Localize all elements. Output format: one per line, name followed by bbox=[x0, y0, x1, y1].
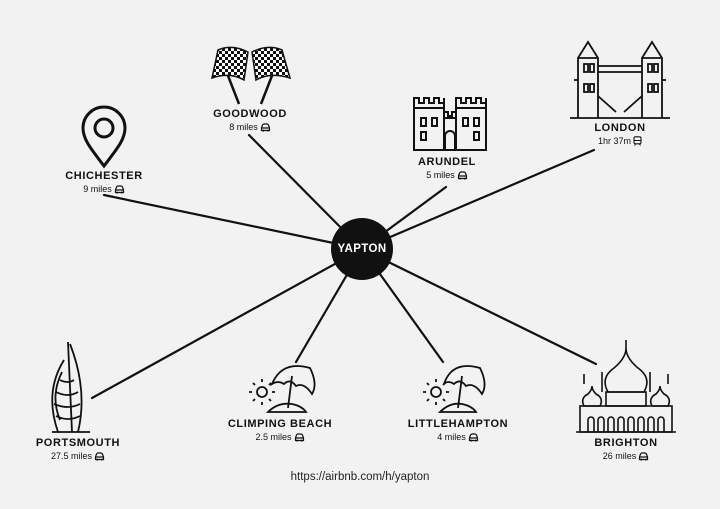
car-icon bbox=[457, 171, 467, 180]
car-icon bbox=[114, 185, 124, 194]
connector-brighton bbox=[360, 247, 598, 366]
place-name: LONDON bbox=[594, 122, 646, 134]
hub-label: YAPTON bbox=[337, 243, 387, 255]
train-icon bbox=[633, 136, 642, 146]
place-name: CHICHESTER bbox=[65, 170, 143, 182]
spinnaker-tower-icon bbox=[51, 341, 90, 433]
beach-umbrella-icon bbox=[423, 365, 486, 413]
car-icon bbox=[260, 123, 270, 132]
place-climping-beach: CLIMPING BEACH 2.5 miles bbox=[224, 418, 336, 443]
place-name: ARUNDEL bbox=[418, 156, 476, 168]
hub-yapton: YAPTON bbox=[331, 218, 393, 280]
place-portsmouth: PORTSMOUTH 27.5 miles bbox=[28, 437, 128, 462]
listing-url: https://airbnb.com/h/yapton bbox=[290, 471, 430, 483]
place-distance: 8 miles bbox=[229, 122, 258, 132]
place-arundel: ARUNDEL 5 miles bbox=[400, 156, 494, 181]
car-icon bbox=[639, 452, 649, 461]
place-littlehampton: LITTLEHAMPTON 4 miles bbox=[402, 418, 514, 443]
car-icon bbox=[468, 433, 478, 442]
car-icon bbox=[294, 433, 304, 442]
place-chichester: CHICHESTER 9 miles bbox=[54, 170, 154, 195]
map-pin-icon bbox=[81, 105, 127, 169]
place-name: LITTLEHAMPTON bbox=[407, 418, 509, 430]
connector-portsmouth bbox=[90, 247, 364, 400]
connector-chichester bbox=[102, 193, 364, 251]
car-icon bbox=[94, 452, 105, 461]
place-distance: 27.5 miles bbox=[50, 451, 93, 461]
place-name: CLIMPING BEACH bbox=[227, 418, 333, 430]
royal-pavilion-icon bbox=[576, 340, 676, 433]
place-distance: 5 miles bbox=[426, 170, 455, 180]
place-distance: 2.5 miles bbox=[255, 432, 292, 442]
place-goodwood: GOODWOOD 8 miles bbox=[200, 108, 300, 133]
place-name: BRIGHTON bbox=[594, 437, 658, 449]
castle-icon bbox=[413, 97, 487, 151]
beach-umbrella-icon bbox=[249, 365, 316, 413]
place-distance: 9 miles bbox=[83, 184, 112, 194]
place-distance: 1hr 37m bbox=[597, 136, 632, 146]
tower-bridge-icon bbox=[570, 40, 670, 119]
place-london: LONDON 1hr 37m bbox=[570, 122, 670, 147]
connector-london bbox=[360, 148, 596, 251]
place-name: GOODWOOD bbox=[213, 108, 287, 120]
place-distance: 4 miles bbox=[437, 432, 466, 442]
place-distance: 26 miles bbox=[602, 451, 637, 461]
checkered-flags-icon bbox=[210, 46, 292, 105]
place-brighton: BRIGHTON 26 miles bbox=[576, 437, 676, 462]
place-name: PORTSMOUTH bbox=[35, 437, 121, 449]
